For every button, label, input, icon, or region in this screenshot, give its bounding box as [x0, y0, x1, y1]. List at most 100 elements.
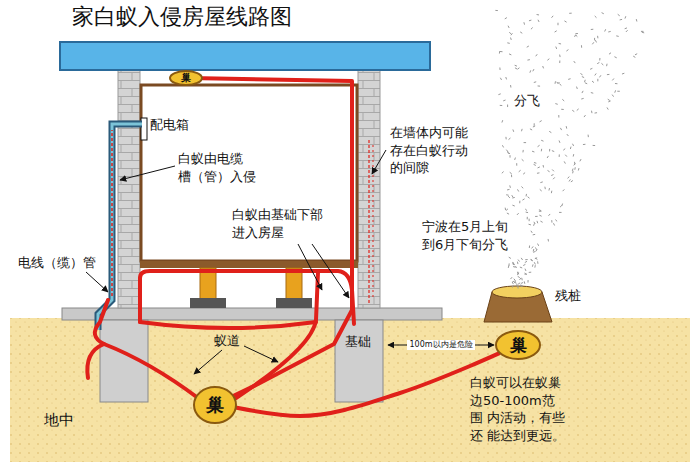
annotation-label: 白蚁可以在蚁巢 边50-100m范围 内活动，有些还 能达到更远。	[470, 374, 568, 444]
swarm-dot	[521, 278, 522, 280]
swarm-dot	[535, 216, 537, 217]
swarm-dot	[523, 173, 525, 175]
swarm-dot	[505, 77, 507, 79]
swarm-dot	[508, 265, 510, 267]
wall	[358, 70, 380, 308]
swarm-dot	[566, 126, 568, 128]
swarm-dot	[609, 53, 611, 54]
swarm-dot	[595, 73, 596, 75]
swarm-dot	[520, 32, 522, 33]
swarm-dot	[551, 220, 552, 222]
termite-nest: 巢	[495, 330, 541, 360]
swarm-dot	[508, 152, 510, 154]
swarm-dot	[514, 282, 516, 284]
swarm-dot	[535, 247, 536, 249]
swarm-dot	[526, 212, 528, 214]
swarm-dot	[511, 33, 513, 35]
ground-slab	[62, 308, 442, 320]
swarm-dot	[615, 83, 617, 84]
swarm-dot	[534, 262, 535, 264]
swarm-dot	[564, 161, 565, 163]
swarm-dot	[602, 13, 604, 14]
swarm-dot	[513, 263, 515, 264]
swarm-dot	[612, 95, 613, 97]
swarm-dot	[529, 246, 530, 248]
annotation-label: 基础	[345, 333, 371, 351]
termite-tunnel	[87, 271, 354, 398]
floor	[140, 261, 358, 268]
swarm-dot	[532, 246, 534, 248]
swarm-dot	[506, 194, 508, 195]
swarm-dot	[614, 90, 616, 92]
swarm-dot	[565, 155, 567, 157]
termite-nest: 巢	[169, 70, 203, 86]
swarm-dot	[608, 31, 610, 33]
swarm-dot	[560, 205, 562, 207]
swarm-dot	[533, 249, 535, 251]
swarm-dot	[572, 110, 574, 111]
wall-gap	[373, 145, 374, 300]
swarm-dot	[536, 221, 538, 223]
swarm-dot	[642, 32, 644, 34]
swarm-dot	[559, 154, 560, 156]
swarm-dot	[626, 30, 628, 32]
swarm-dot	[622, 73, 624, 75]
swarm-dot	[522, 150, 523, 152]
swarm-dot	[617, 91, 619, 92]
nest-label: 巢	[510, 337, 527, 354]
swarm-dot	[509, 32, 511, 34]
swarm-dot	[549, 131, 551, 132]
swarm-dot	[517, 272, 518, 274]
swarm-dot	[592, 81, 594, 83]
swarm-dot	[551, 174, 553, 176]
swarm-dot	[563, 149, 565, 151]
swarm-dot	[597, 79, 598, 81]
swarm-dot	[591, 29, 593, 30]
swarm-dot	[539, 215, 541, 216]
nest-outline	[496, 331, 540, 359]
swarm-dot	[537, 261, 538, 263]
swarm-dot	[512, 195, 513, 197]
pillar-base	[276, 298, 312, 308]
swarm-dot	[517, 286, 518, 288]
swarm-dot	[520, 267, 522, 269]
ground	[10, 318, 690, 462]
swarm-dot	[553, 177, 555, 179]
swarm-dot	[574, 167, 575, 169]
swarm-dot	[538, 85, 540, 86]
swarm-dot	[597, 62, 599, 63]
swarm-dot	[572, 169, 574, 171]
swarm-dot	[540, 121, 542, 122]
annotation-label: 电线（缆）管	[18, 254, 96, 272]
swarm-dot	[624, 16, 626, 18]
swarm-dot	[572, 144, 573, 146]
swarm-dot	[510, 155, 511, 157]
swarm-dot	[527, 46, 529, 47]
nest-outline	[170, 71, 202, 85]
swarm-dot	[510, 277, 512, 279]
swarm-dot	[597, 36, 598, 38]
swarm-dot	[548, 170, 550, 171]
swarm-dot	[618, 14, 620, 16]
tunnel-in-pipe	[111, 130, 113, 296]
swarm-dot	[614, 57, 616, 58]
swarm-dot	[521, 129, 523, 131]
swarm-dot	[582, 91, 583, 93]
swarm-dot	[538, 244, 539, 246]
swarm-dot	[534, 265, 535, 267]
swarm-dot	[519, 201, 520, 203]
swarm-dot	[499, 51, 500, 53]
swarm-dot	[568, 78, 570, 80]
swarm-dot	[564, 21, 566, 22]
swarm-dot	[512, 205, 514, 207]
swarm-dot	[616, 35, 618, 37]
swarm-dot	[524, 142, 526, 143]
swarm-dot	[591, 111, 592, 113]
swarm-dot	[495, 10, 497, 11]
nest-label: 巢	[181, 73, 191, 83]
swarm-dot	[583, 144, 585, 145]
swarm-dot	[577, 109, 579, 111]
swarm-dot	[585, 83, 587, 84]
swarm-dot	[562, 99, 564, 101]
swarm-dot	[581, 45, 582, 47]
